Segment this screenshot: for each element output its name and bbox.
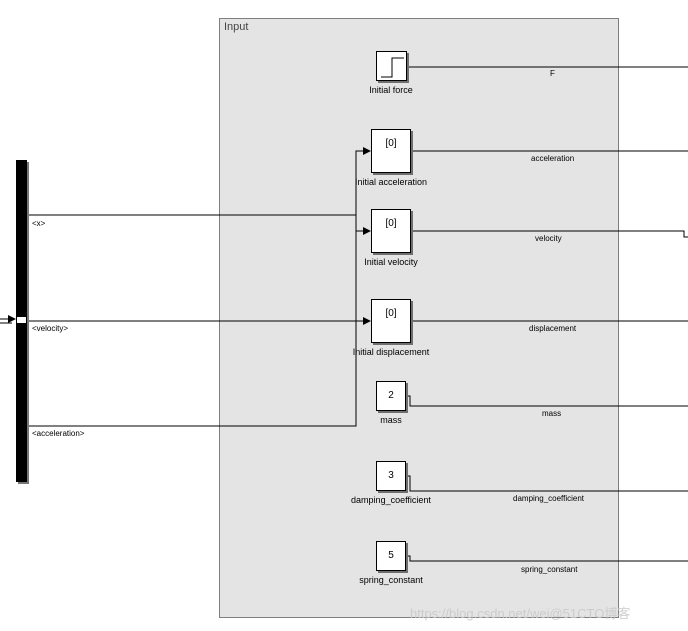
signal-label-acceleration: acceleration bbox=[531, 154, 575, 163]
signal-label-f: F bbox=[550, 69, 555, 78]
signal-label-displacement: displacement bbox=[529, 324, 577, 333]
initial-velocity-label: Initial velocity bbox=[364, 257, 418, 267]
signal-label-mass: mass bbox=[542, 409, 562, 418]
damping-label: damping_coefficient bbox=[351, 495, 431, 505]
signal-label-velocity: velocity bbox=[535, 234, 562, 243]
mass-constant-block[interactable]: 2 bbox=[376, 381, 406, 411]
signal-label-damping: damping_coefficient bbox=[513, 494, 585, 503]
line-velocity[interactable] bbox=[412, 230, 688, 238]
bus-output-acceleration: <acceleration> bbox=[32, 429, 85, 438]
mass-label: mass bbox=[380, 415, 402, 425]
signal-label-spring: spring_constant bbox=[521, 565, 578, 574]
step-icon bbox=[381, 57, 404, 78]
spring-label: spring_constant bbox=[359, 575, 423, 585]
bus-output-velocity: <velocity> bbox=[32, 324, 69, 333]
initial-displacement-value: [0] bbox=[385, 308, 397, 319]
spring-constant-block[interactable]: 5 bbox=[376, 541, 406, 571]
bus-input-port[interactable] bbox=[17, 316, 26, 324]
bus-output-x: <x> bbox=[32, 219, 46, 228]
subsystem-title: Input bbox=[224, 21, 249, 33]
damping-value: 3 bbox=[388, 470, 394, 481]
initial-acceleration-block[interactable]: [0] bbox=[371, 129, 411, 173]
initial-displacement-block[interactable]: [0] bbox=[371, 299, 411, 343]
initial-acceleration-value: [0] bbox=[385, 138, 397, 149]
mass-value: 2 bbox=[388, 390, 394, 401]
spring-value: 5 bbox=[388, 550, 394, 561]
initial-displacement-label: Initial displacement bbox=[352, 347, 430, 357]
line-damping[interactable] bbox=[406, 475, 688, 492]
initial-force-label: Initial force bbox=[369, 85, 413, 95]
initial-acceleration-label: Initial acceleration bbox=[354, 177, 428, 187]
line-spring[interactable] bbox=[406, 555, 688, 562]
step-block[interactable] bbox=[376, 51, 407, 81]
damping-constant-block[interactable]: 3 bbox=[376, 461, 406, 491]
line-mass[interactable] bbox=[406, 395, 688, 407]
input-subsystem[interactable]: Input bbox=[219, 18, 619, 618]
initial-velocity-value: [0] bbox=[385, 218, 397, 229]
watermark: https://blog.csdn.net/wei@51CTO博客 bbox=[410, 606, 631, 621]
line-acceleration-in[interactable] bbox=[28, 147, 371, 427]
initial-velocity-block[interactable]: [0] bbox=[371, 209, 411, 253]
